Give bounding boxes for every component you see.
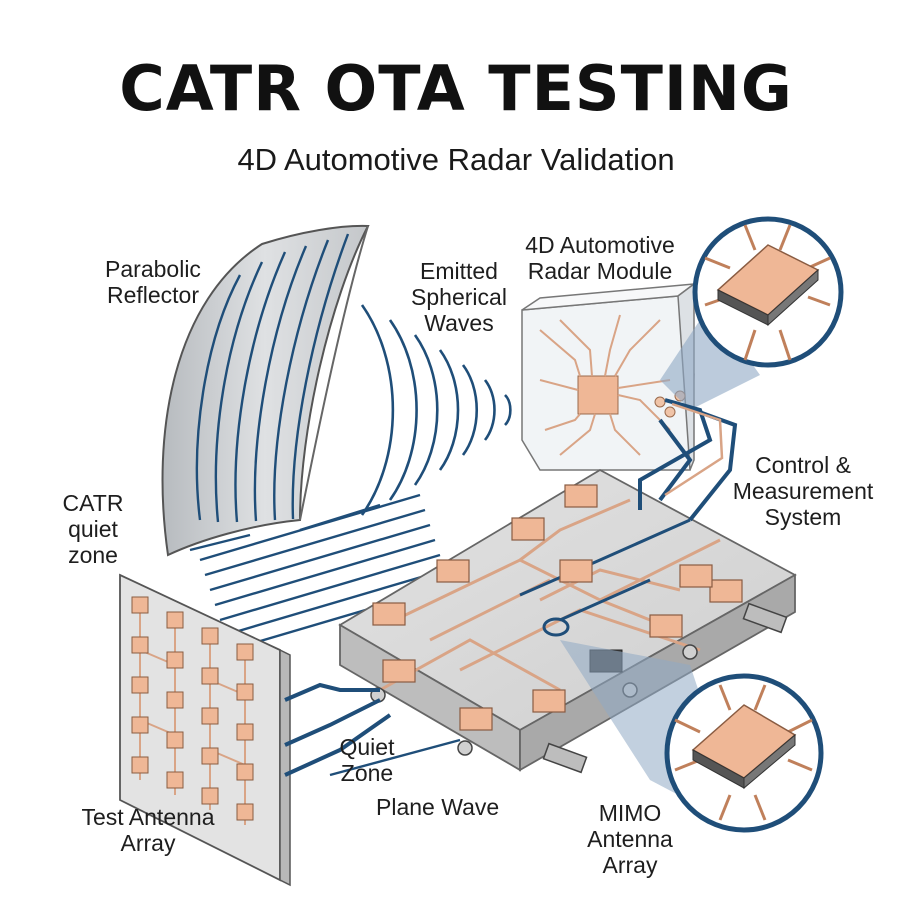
label-plane-wave: Plane Wave [376, 794, 500, 820]
parabolic-reflector [161, 224, 370, 557]
label-control-system: Control & Measurement System [732, 452, 874, 530]
coax-connectors [542, 602, 788, 774]
zoom-circle-bottom [664, 673, 824, 833]
test-antenna-array [119, 573, 392, 887]
callout-cone-top [660, 305, 760, 410]
label-radar-module: 4D Automotive Radar Module [525, 232, 675, 284]
diagram-subtitle: 4D Automotive Radar Validation [237, 142, 675, 177]
label-emitted-waves: Emitted Spherical Waves [411, 258, 507, 336]
label-quiet-zone: Quiet Zone [339, 734, 395, 786]
label-parabolic-reflector: Parabolic Reflector [105, 256, 201, 308]
radar-module [521, 282, 697, 471]
diagram-title: CATR OTA TESTING [119, 52, 793, 125]
zoom-circle-top [692, 216, 844, 368]
label-mimo-antenna-array: MIMO Antenna Array [587, 800, 673, 878]
spherical-waves [360, 304, 512, 516]
plane-wave-lines [189, 493, 461, 777]
label-test-antenna-array: Test Antenna Array [81, 804, 215, 856]
label-catr-quiet-zone: CATR quiet zone [62, 490, 124, 568]
